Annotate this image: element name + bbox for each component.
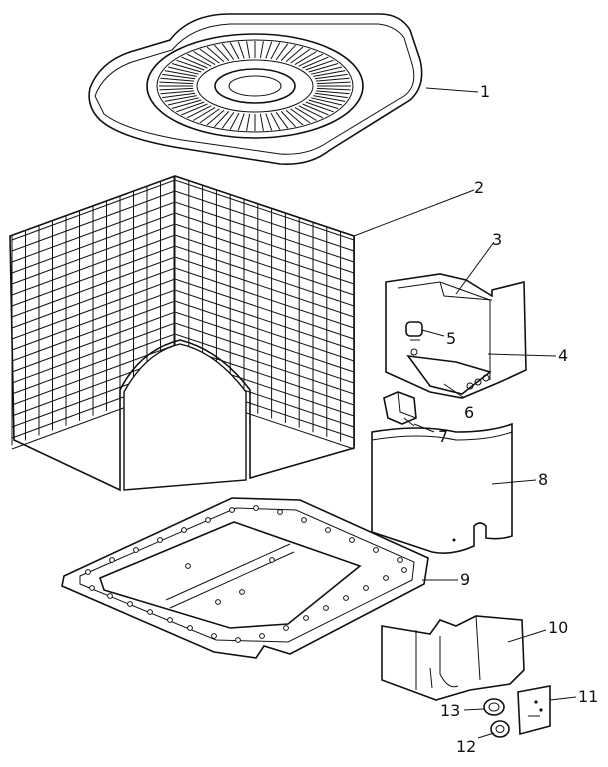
small-bracket	[383, 391, 417, 427]
base-pan	[61, 497, 429, 659]
leader-lines	[353, 87, 577, 739]
access-panel	[371, 422, 513, 554]
callout-6: 6	[464, 403, 474, 422]
callout-10: 10	[548, 618, 568, 637]
callout-3: 3	[492, 230, 502, 249]
rear-panel	[381, 615, 525, 701]
top-cover-grille	[88, 13, 423, 166]
callout-7: 7	[438, 427, 448, 446]
callout-5: 5	[446, 329, 456, 348]
callout-13: 13	[440, 701, 460, 720]
coil-guard-wire-grille	[9, 175, 355, 492]
small-plate	[517, 685, 551, 736]
callout-8: 8	[538, 470, 548, 489]
callout-11: 11	[578, 687, 598, 706]
callout-9: 9	[460, 570, 470, 589]
round-components	[483, 698, 510, 738]
callout-1: 1	[480, 82, 490, 101]
callout-4: 4	[558, 346, 568, 365]
callout-12: 12	[456, 737, 476, 756]
control-corner-panel	[385, 273, 527, 399]
callout-2: 2	[474, 178, 484, 197]
callout-labels: 1 2 3 4 5 6 7 8 9 10 11 12 13	[438, 82, 598, 756]
